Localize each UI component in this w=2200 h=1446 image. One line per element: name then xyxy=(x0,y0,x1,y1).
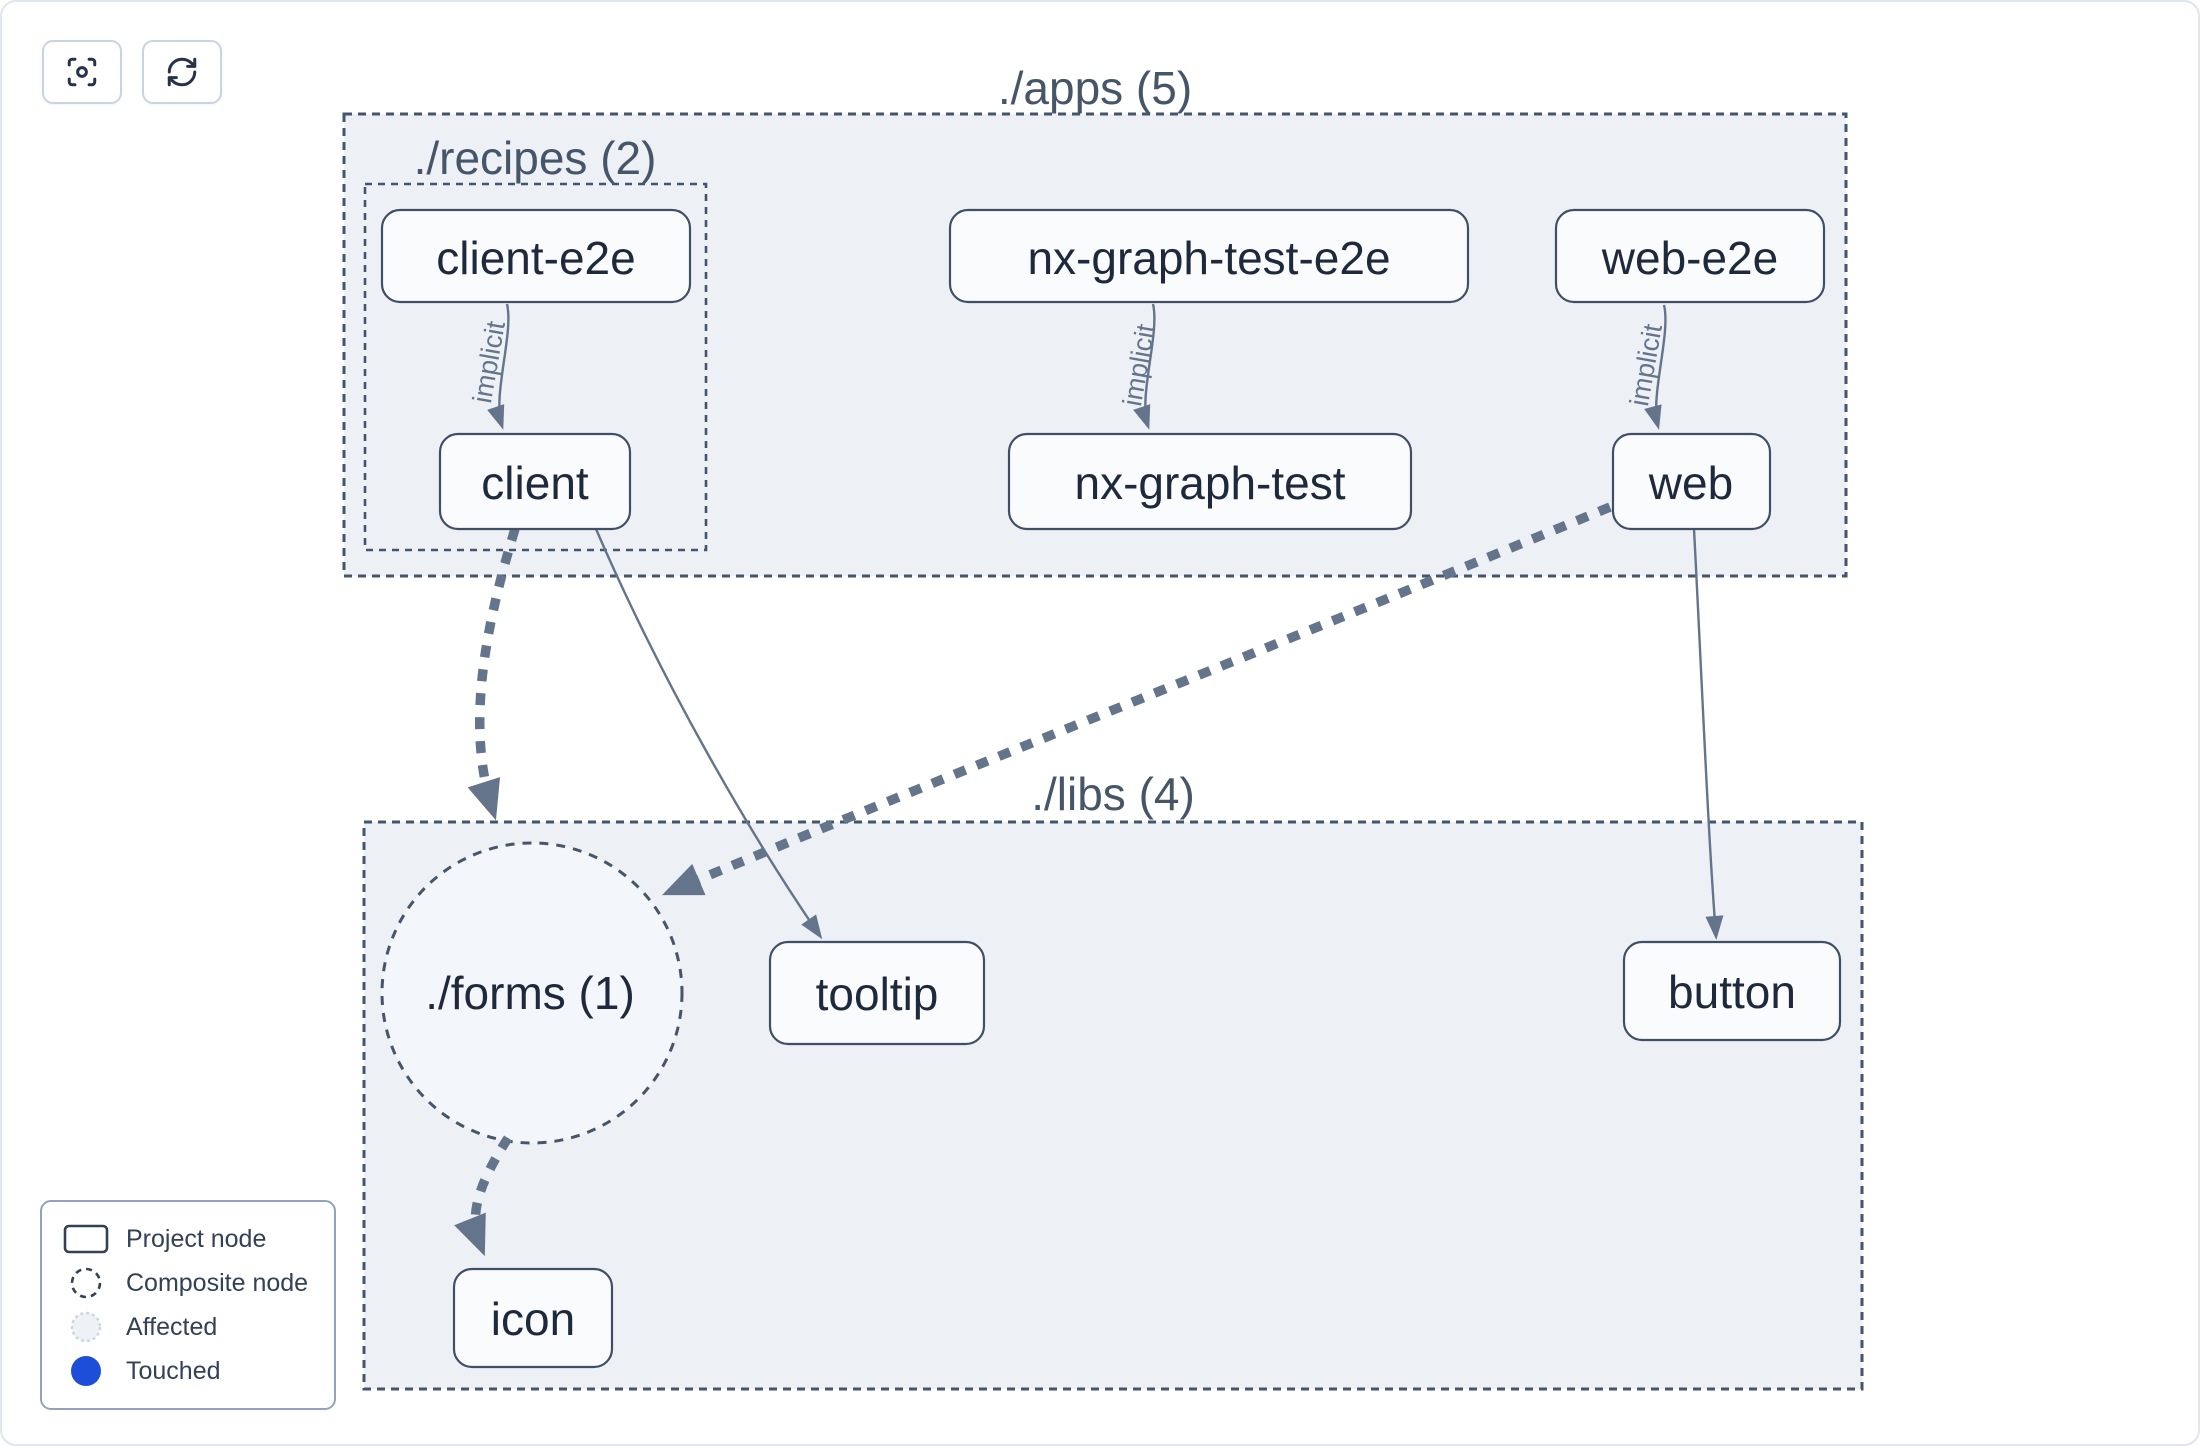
graph-toolbar xyxy=(42,40,222,104)
node-nx-graph-test-label: nx-graph-test xyxy=(1074,457,1345,509)
node-tooltip[interactable]: tooltip xyxy=(768,940,986,1046)
touched-swatch-icon xyxy=(62,1353,110,1389)
node-client-e2e[interactable]: client-e2e xyxy=(380,208,692,304)
node-tooltip-box[interactable] xyxy=(768,940,986,1046)
legend-label: Composite node xyxy=(126,1268,309,1297)
composite-node-circle[interactable] xyxy=(380,841,684,1145)
edge-nx-graph-test-e2e-to-nx-graph-test xyxy=(1133,303,1156,430)
node-button-box[interactable] xyxy=(1622,940,1842,1042)
legend-item-affected: Affected xyxy=(62,1307,314,1347)
legend-label: Touched xyxy=(126,1356,221,1385)
node-icon-label: icon xyxy=(491,1293,575,1345)
node-client-label: client xyxy=(481,457,589,509)
group-libs-label: ./libs (4) xyxy=(1031,768,1195,820)
node-web-label: web xyxy=(1648,457,1733,509)
affected-swatch-icon xyxy=(62,1309,110,1345)
node-icon[interactable]: icon xyxy=(452,1267,614,1369)
node-nx-graph-test[interactable]: nx-graph-test xyxy=(1007,432,1413,531)
legend-label: Affected xyxy=(126,1312,218,1341)
legend-item-project-node: Project node xyxy=(62,1219,314,1259)
edge-client-to-tooltip xyxy=(594,528,823,940)
edge-client-e2e-to-client xyxy=(487,303,510,430)
composite-node-swatch-icon xyxy=(62,1265,110,1301)
legend-item-composite-node: Composite node xyxy=(62,1263,314,1303)
edge-web-to-forms xyxy=(662,502,1612,896)
group-apps-label: ./apps (5) xyxy=(998,62,1192,114)
node-button-label: button xyxy=(1668,966,1796,1018)
node-web[interactable]: web xyxy=(1611,432,1772,531)
node-client[interactable]: client xyxy=(438,432,632,531)
edge-web-e2e-to-web xyxy=(1644,304,1667,430)
node-tooltip-label: tooltip xyxy=(816,968,939,1020)
node-nx-graph-test-box[interactable] xyxy=(1007,432,1413,531)
focus-view-button[interactable] xyxy=(42,40,122,104)
node-button[interactable]: button xyxy=(1622,940,1842,1042)
edge-client-to-forms xyxy=(467,527,520,821)
node-forms-composite[interactable] xyxy=(380,841,684,1145)
node-web-e2e-box[interactable] xyxy=(1554,208,1826,304)
node-nx-graph-test-e2e-label: nx-graph-test-e2e xyxy=(1027,232,1390,284)
node-icon-box[interactable] xyxy=(452,1267,614,1369)
project-node-swatch-icon xyxy=(62,1223,110,1255)
group-recipes-label: ./recipes (2) xyxy=(414,132,657,184)
node-nx-graph-test-e2e[interactable]: nx-graph-test-e2e xyxy=(948,208,1470,304)
node-client-e2e-box[interactable] xyxy=(380,208,692,304)
node-nx-graph-test-e2e-box[interactable] xyxy=(948,208,1470,304)
node-web-e2e[interactable]: web-e2e xyxy=(1554,208,1826,304)
edge-web-to-button xyxy=(1692,528,1724,940)
refresh-button[interactable] xyxy=(142,40,222,104)
composite-forms-label[interactable]: ./forms (1) xyxy=(425,967,635,1019)
focus-crosshair-icon xyxy=(67,57,97,87)
node-client-box[interactable] xyxy=(438,432,632,531)
node-client-e2e-label: client-e2e xyxy=(436,232,635,284)
graph-legend: Project node Composite node Affected Tou… xyxy=(40,1200,336,1410)
node-web-box[interactable] xyxy=(1611,432,1772,531)
legend-label: Project node xyxy=(126,1224,267,1253)
legend-item-touched: Touched xyxy=(62,1351,314,1391)
edge-forms-to-icon xyxy=(454,1135,513,1257)
node-web-e2e-label: web-e2e xyxy=(1601,232,1778,284)
refresh-icon xyxy=(167,57,197,87)
